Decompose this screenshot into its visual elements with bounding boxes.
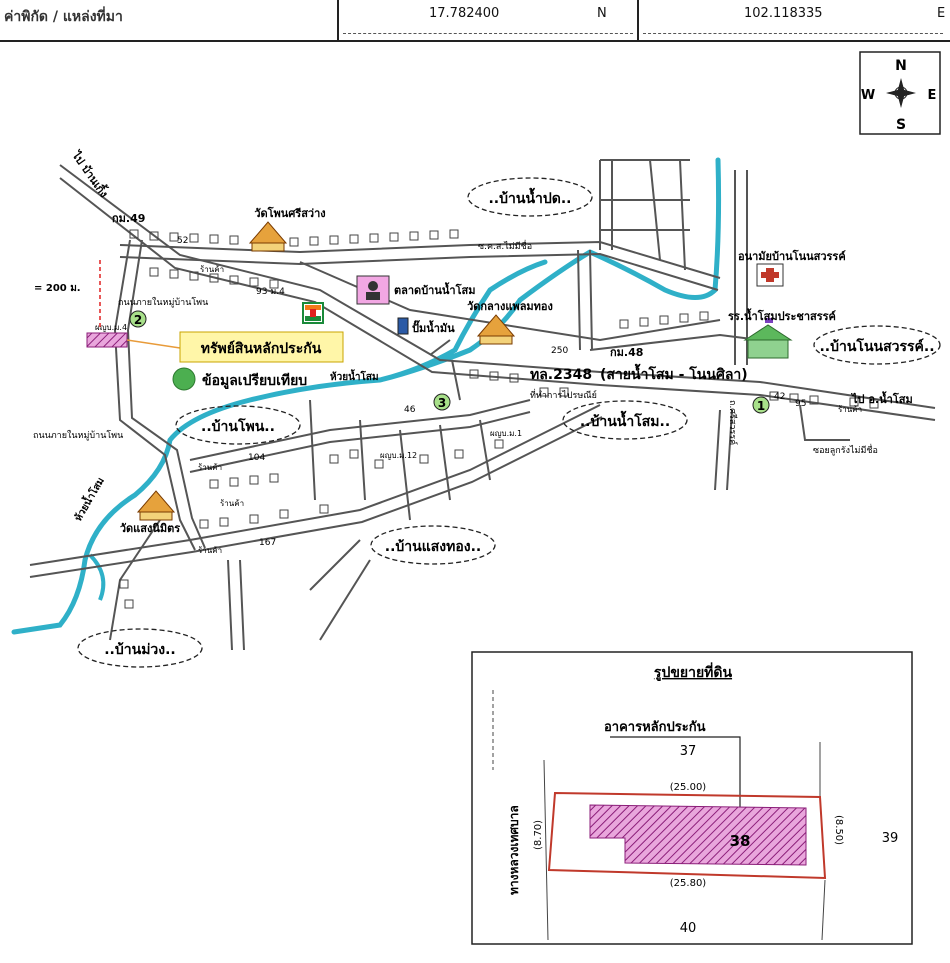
label-wat-phon: วัดโพนศรีสว่าง — [254, 206, 325, 220]
compass-e: E — [928, 88, 937, 103]
village-head-label: ผญบ.ม.12 — [380, 451, 417, 460]
label-post: ที่ทำการไปรษณีย์ — [530, 388, 597, 401]
compass-w: W — [861, 88, 875, 103]
temple-icon — [136, 490, 176, 521]
label-dist: = 200 ม. — [34, 283, 81, 294]
marker-3: 3 — [438, 396, 446, 410]
shop-label: ร้านค้า — [200, 265, 224, 274]
inset-building-label: อาคารหลักประกัน — [604, 720, 706, 735]
latitude-dir: N — [597, 6, 607, 21]
label-to-nam-som: ไป อ.น้ำโสม — [850, 391, 913, 406]
label-creek-1: ห้วยน้ำโสม — [330, 369, 379, 383]
dim-top: (25.00) — [670, 782, 707, 793]
label-school: รร.น้ำโสมประชาสรรค์ — [728, 308, 836, 323]
market-icon — [356, 275, 390, 305]
village-phon: ..บ้านโพน.. — [201, 417, 275, 435]
compass-s: S — [896, 117, 906, 133]
comparison-marker — [172, 367, 196, 391]
house-number: 52 — [177, 236, 188, 246]
river — [11, 157, 722, 635]
label-road-main2: (สายน้ำโสม - โนนศิลา) — [600, 363, 748, 383]
shop-label: ร้านค้า — [198, 463, 222, 472]
temple-icon — [476, 314, 516, 345]
land-inset: รูปขยายที่ดิน อาคารหลักประกัน 38 37 39 4… — [471, 651, 913, 945]
house-number: 93 ม.4 — [256, 287, 285, 297]
temple-icon — [248, 221, 288, 252]
house-number: 46 — [404, 405, 416, 415]
latitude-value: 17.782400 — [429, 6, 500, 21]
dim-bottom: (25.80) — [670, 878, 707, 889]
coordinate-label: ค่าพิกัด / แหล่งที่มา — [4, 9, 123, 25]
longitude-dir: E — [937, 6, 946, 21]
house-number: 250 — [551, 346, 568, 356]
road-network — [29, 159, 936, 651]
label-wat-klang: วัดกลางแพลมทอง — [467, 300, 553, 313]
compass-n: N — [895, 58, 907, 74]
village-head-label: ผญบ.ม.4 — [95, 323, 127, 332]
house-blocks — [119, 229, 879, 609]
shop-label: ร้านค้า — [220, 499, 244, 508]
marker-2: 2 — [134, 313, 142, 327]
dim-left: (8.70) — [533, 820, 544, 850]
village-non-sawan: ..บ้านโนนสวรรค์.. — [819, 337, 934, 355]
school-icon — [743, 318, 793, 359]
parcel-number: 38 — [730, 832, 751, 850]
label-road-main: ทล.2348 — [530, 367, 592, 383]
village-nam-pot: ..บ้านน้ำปด.. — [488, 187, 571, 207]
label-alley-2: ซ.ค.ส.ไม่มีชื่อ — [478, 239, 532, 252]
neighbor-40: 40 — [680, 921, 697, 936]
shop-label: ร้านค้า — [838, 405, 862, 414]
label-seq-rd: ถ.ศรีสวรรค์ — [727, 400, 739, 445]
longitude-value: 102.118335 — [744, 6, 823, 21]
label-comparison: ข้อมูลเปรียบเทียบ — [202, 373, 307, 389]
label-road-inner-2: ถนนภายในหมู่บ้านโพน — [33, 430, 123, 441]
neighbor-39: 39 — [882, 831, 899, 846]
collateral-label-box — [179, 331, 344, 363]
inset-road-label: ทางหลวงเทศบาล — [507, 805, 521, 895]
house-number: 167 — [259, 538, 276, 548]
label-road-inner-1: ถนนภายในหมู่บ้านโพน — [118, 297, 208, 308]
compass-rose: N S W E — [859, 51, 941, 135]
latitude-cell: 17.782400 N — [337, 0, 637, 40]
label-creek-2: ห้วยน้ำโสม — [70, 474, 106, 523]
village-head-label: ผญบ.ม.1 — [490, 429, 522, 438]
label-health: อนามัยบ้านโนนสวรรค์ — [738, 249, 846, 263]
village-nam-som: ..บ้านน้ำโสม.. — [580, 410, 670, 430]
label-km48: กม.48 — [610, 346, 643, 359]
neighbor-37: 37 — [680, 744, 697, 759]
label-gas: ปั๊มน้ำมัน — [412, 320, 455, 335]
village-saeng-thong: ..บ้านแสงทอง.. — [385, 539, 481, 555]
shop-label: ร้านค้า — [198, 546, 222, 555]
longitude-cell: 102.118335 E — [637, 0, 950, 40]
label-collateral: ทรัพย์สินหลักประกัน — [201, 340, 322, 357]
health-center-icon — [756, 263, 784, 287]
label-km49: กม.49 — [112, 212, 145, 225]
marker-1: 1 — [757, 399, 765, 413]
house-number: 104 — [248, 453, 265, 463]
collateral-parcel — [86, 332, 128, 348]
coordinate-header: ค่าพิกัด / แหล่งที่มา 17.782400 N 102.11… — [0, 0, 950, 42]
label-to-ban-kueng: ไป บ้านเกิ้ง — [68, 146, 112, 200]
label-wat-saeng: วัดแสงนิมิตร — [120, 522, 180, 535]
village-muang: ..บ้านม่วง.. — [104, 642, 176, 658]
label-alley: ซอยลูกรังไม่มีชื่อ — [813, 443, 878, 456]
dim-right: (8.50) — [833, 815, 844, 845]
inset-title: รูปขยายที่ดิน — [654, 662, 733, 681]
gas-station-icon — [397, 317, 409, 335]
house-number: 42 — [774, 392, 785, 402]
convenience-store-icon — [302, 302, 324, 324]
label-market: ตลาดบ้านน้ำโสม — [394, 282, 475, 297]
house-number: 95 — [795, 399, 806, 409]
